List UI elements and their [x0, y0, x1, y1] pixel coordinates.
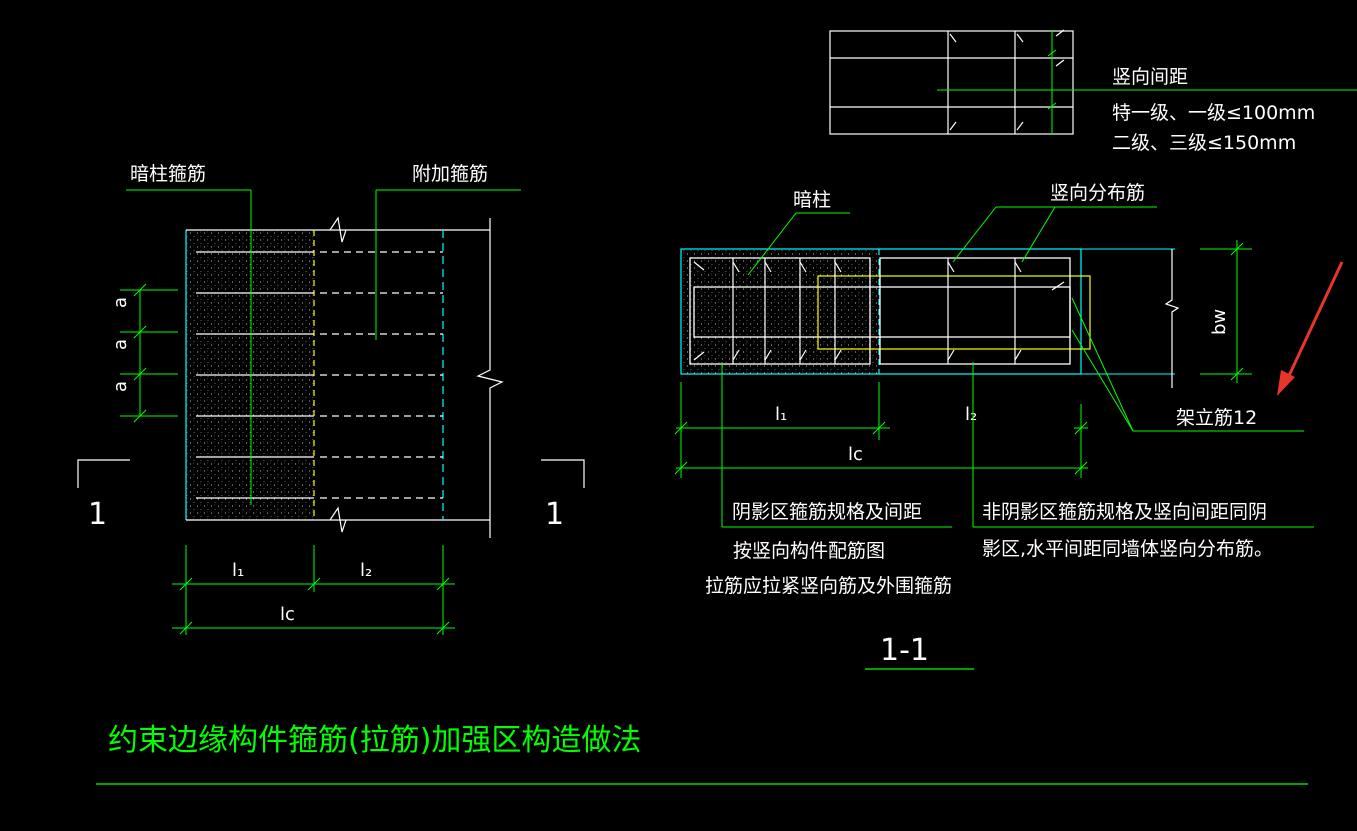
tie-hook: [947, 261, 955, 361]
label-erection-bar: 架立筋12: [1176, 407, 1257, 429]
break-mark-top: [329, 216, 347, 243]
column-hoop: [689, 257, 871, 365]
section-hatch: [681, 249, 879, 374]
annotation-arrow-shaft: [1285, 261, 1344, 381]
sec-dim-l2: l₂: [965, 404, 977, 425]
dim-l2: l₂: [360, 560, 372, 581]
spacing-label: a: [110, 381, 131, 392]
label-vertical-bars: 竖向分布筋: [1050, 182, 1145, 204]
note-unshaded-1: 非阴影区箍筋规格及竖向间距同阴: [982, 501, 1267, 523]
note-shaded-3: 拉筋应拉紧竖向筋及外围箍筋: [705, 575, 952, 597]
spacing-label: a: [110, 297, 131, 308]
tie-hook: [732, 261, 740, 361]
sec-dim-ticks: [674, 421, 1088, 475]
label-concealed-column: 暗柱: [793, 189, 831, 211]
section-mark-left-symbol: [77, 459, 130, 488]
section-ties: [693, 258, 1065, 364]
top-detail-hooks: [949, 29, 1065, 131]
spacing-dim-ticks: [120, 283, 178, 423]
section-mark-right-symbol: [541, 459, 585, 488]
top-detail-dim-ticks: [1047, 49, 1057, 110]
dim-lc: lc: [280, 604, 295, 625]
annotation-arrow-head: [1277, 370, 1295, 396]
tie-hook: [799, 261, 807, 361]
stirrup-lines: [196, 251, 443, 499]
sec-dim-lc: lc: [848, 444, 863, 465]
label-concealed-column-stirrup: 暗柱箍筋: [130, 163, 206, 185]
top-detail-label: 竖向间距: [1112, 66, 1188, 88]
spacing-label: a: [110, 339, 131, 350]
note-unshaded-2: 影区,水平间距同墙体竖向分布筋。: [982, 538, 1273, 560]
section-title: 1-1: [880, 633, 929, 668]
leader-vertical-bars: [952, 206, 997, 263]
tie-hook: [1014, 261, 1022, 361]
top-detail-line2: 二级、三级≤150mm: [1112, 132, 1296, 154]
additional-hoop: [817, 275, 1091, 350]
section-mark-left: 1: [88, 497, 107, 532]
break-mark-bottom: [329, 506, 347, 533]
tie-hook: [834, 261, 842, 361]
top-detail: 竖向间距 特一级、一级≤100mm 二级、三级≤150mm: [829, 29, 1357, 154]
section-break-line: [1164, 249, 1180, 388]
top-detail-line1: 特一级、一级≤100mm: [1112, 102, 1315, 124]
corner-hook: [693, 261, 1065, 361]
note-shaded-2: 按竖向构件配筋图: [733, 540, 885, 562]
dim-bw: bw: [1209, 309, 1230, 335]
label-additional-stirrup: 附加箍筋: [412, 163, 488, 185]
bw-ticks: [1230, 242, 1244, 381]
dim-l1: l₁: [232, 560, 244, 581]
section-view: bw 暗柱 竖向分布筋 架立筋12 l₁ l₂ lc 阴影区箍筋规格及间距 按竖…: [674, 182, 1344, 670]
right-break-line: [476, 218, 504, 538]
sec-dim-l1: l₁: [775, 404, 787, 425]
section-mark-right: 1: [545, 497, 564, 532]
leader-erection-bar: [1071, 297, 1134, 432]
top-detail-frame: [829, 30, 1074, 135]
leader-erection-bar: [1071, 329, 1134, 432]
leader-column: [747, 212, 797, 276]
note-shaded-1: 阴影区箍筋规格及间距: [732, 501, 922, 523]
main-title: 约束边缘构件箍筋(拉筋)加强区构造做法: [108, 723, 641, 758]
outer-hoop: [879, 257, 1071, 365]
tie-hook: [764, 261, 772, 361]
left-elevation: 暗柱箍筋 附加箍筋 a a a 1 1 l₁ l₂ lc: [77, 163, 585, 635]
dim-ticks: [179, 577, 450, 635]
leader-vertical-bars: [1021, 206, 1056, 263]
